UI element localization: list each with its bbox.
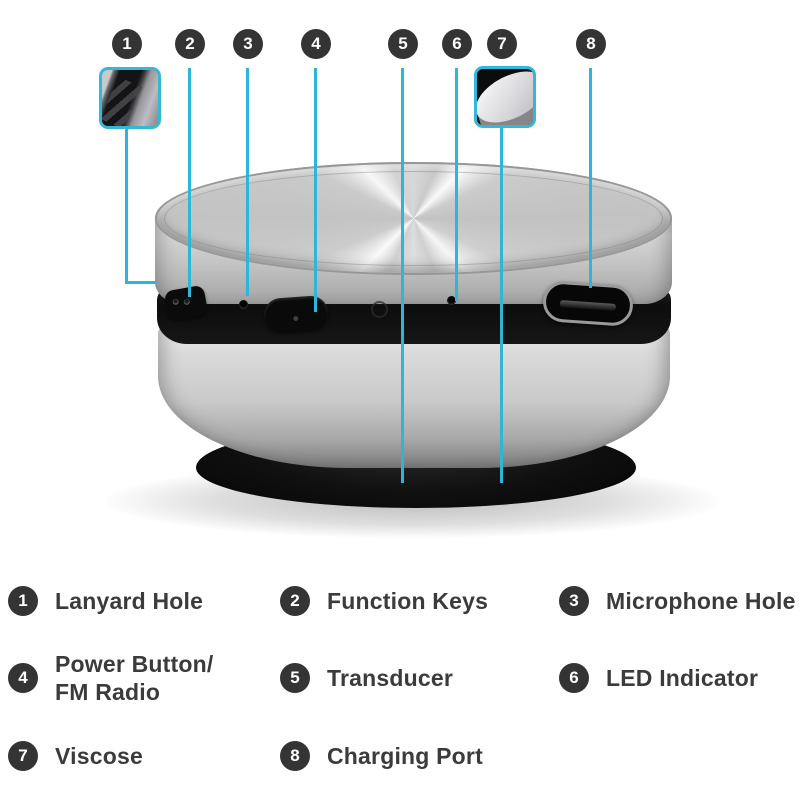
legend-item-lanyard-hole: 1 Lanyard Hole [8,586,203,616]
viscose-inset-image [474,66,536,128]
legend-label-led-indicator: LED Indicator [606,665,759,691]
callout-number-4: 4 [301,29,331,59]
legend-label-transducer: Transducer [327,665,453,691]
speaker-lower-body [158,322,670,468]
legend-label-charging-port: Charging Port [327,743,483,769]
lanyard-hole-inset-image [99,67,161,129]
legend-label-microphone-hole: Microphone Hole [606,588,796,614]
legend-item-led-indicator: 6 LED Indicator [559,663,758,693]
band-screw-detail [371,301,388,318]
lanyard-hole-closeup-detail [102,70,158,126]
callout-line-2 [188,68,191,297]
led-indicator-hole-part [447,296,456,305]
callout-number-5: 5 [388,29,418,59]
legend-item-charging-port: 8 Charging Port [280,741,483,771]
legend-label-power-button-line1: Power Button/ [55,651,214,677]
speaker-top-cap-face [155,162,672,275]
legend-label-lanyard-hole: Lanyard Hole [55,588,204,614]
legend-label-viscose: Viscose [55,743,143,769]
legend-item-transducer: 5 Transducer [280,663,453,693]
power-button-part [262,294,330,334]
power-button-pinhole [293,315,299,322]
microphone-hole-part [239,300,248,309]
lanyard-pin-hole-left [172,298,180,306]
callout-line-4 [314,68,317,312]
callout-line-1-horizontal [125,281,157,284]
callout-number-8: 8 [576,29,606,59]
callout-line-5 [401,68,404,483]
legend-item-viscose: 7 Viscose [8,741,143,771]
legend-badge-7: 7 [8,741,38,771]
callout-number-3: 3 [233,29,263,59]
legend-badge-3: 3 [559,586,589,616]
legend-item-microphone-hole: 3 Microphone Hole [559,586,796,616]
charging-port-slot [559,300,617,311]
legend-item-function-keys: 2 Function Keys [280,586,488,616]
legend-badge-6: 6 [559,663,589,693]
legend-item-power-button: 4 Power Button/ FM Radio [8,650,213,706]
legend-label-power-button-line2: FM Radio [55,679,161,705]
legend-badge-1: 1 [8,586,38,616]
callout-line-7 [500,125,503,483]
callout-number-1: 1 [112,29,142,59]
callout-number-7: 7 [487,29,517,59]
callout-number-6: 6 [442,29,472,59]
lanyard-pin-hole-right [183,298,191,306]
legend-badge-5: 5 [280,663,310,693]
callout-line-8 [589,68,592,288]
callout-line-1-vertical [125,126,128,284]
callout-number-2: 2 [175,29,205,59]
callout-line-6 [455,68,458,301]
legend-badge-8: 8 [280,741,310,771]
callout-line-3 [246,68,249,296]
legend-badge-4: 4 [8,663,38,693]
legend-badge-2: 2 [280,586,310,616]
legend-label-function-keys: Function Keys [327,588,489,614]
charging-port-part [541,279,635,328]
